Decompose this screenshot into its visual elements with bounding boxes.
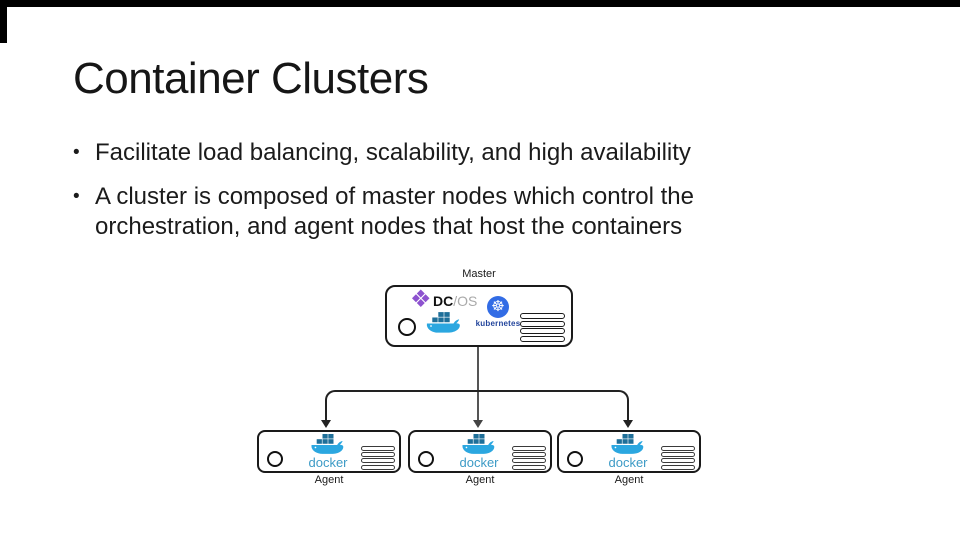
bar — [512, 452, 546, 458]
agent-node-box-1: docker — [257, 430, 401, 473]
bar — [512, 458, 546, 464]
stacked-bars-icon — [520, 313, 565, 343]
bullet-2-line-2: orchestration, and agent nodes that host… — [95, 213, 683, 240]
dcos-wordmark-os: /OS — [453, 293, 478, 309]
bullet-text-1: Facilitate load balancing, scalability, … — [95, 138, 691, 168]
bar — [520, 335, 565, 342]
bar — [512, 446, 546, 451]
docker-wordmark: docker — [459, 455, 499, 470]
kubernetes-logo: ☸ kubernetes — [473, 296, 523, 328]
docker-logo: docker — [447, 434, 511, 469]
stacked-bars-icon — [661, 446, 695, 471]
bar — [361, 464, 395, 470]
bar — [361, 458, 395, 464]
bar — [361, 452, 395, 458]
agent-node-label-2: Agent — [465, 474, 495, 486]
bullet-text-2: A cluster is composed of master nodes wh… — [95, 182, 694, 242]
bullet-item-1: • Facilitate load balancing, scalability… — [73, 138, 821, 168]
docker-wordmark: docker — [308, 455, 348, 470]
master-node-label: Master — [462, 268, 496, 280]
bar — [661, 446, 695, 451]
agent-node-label-3: Agent — [614, 474, 644, 486]
node-circle-icon — [398, 318, 416, 336]
agent-node-label-1: Agent — [314, 474, 344, 486]
top-edge-bar — [0, 0, 960, 7]
arrowhead-down-left — [321, 420, 331, 428]
bar — [361, 446, 395, 451]
bar — [661, 458, 695, 464]
stacked-bars-icon — [512, 446, 546, 471]
dcos-wordmark-dc: DC — [433, 293, 454, 309]
docker-whale-icon — [611, 434, 644, 454]
docker-logo: docker — [596, 434, 660, 469]
stacked-bars-icon — [361, 446, 395, 471]
bar — [520, 320, 565, 327]
dcos-icon: ❖ — [410, 286, 432, 313]
bar — [661, 464, 695, 470]
kubernetes-icon: ☸ — [487, 296, 509, 318]
docker-logo: docker — [296, 434, 360, 469]
agent-node-box-2: docker — [408, 430, 552, 473]
bullet-marker: • — [73, 142, 80, 163]
bar — [512, 464, 546, 470]
docker-whale-icon — [311, 434, 344, 454]
bullet-marker: • — [73, 186, 80, 207]
agent-node-box-3: docker — [557, 430, 701, 473]
slide-title: Container Clusters — [73, 54, 429, 103]
bar — [661, 452, 695, 458]
bar — [520, 328, 565, 335]
arrowhead-down-center — [473, 420, 483, 428]
master-node-box: ❖ DC/OS ☸ kubernetes — [385, 285, 573, 347]
branch-connector-line — [325, 390, 629, 420]
arrowhead-down-right — [623, 420, 633, 428]
bullet-item-2: • A cluster is composed of master nodes … — [73, 182, 821, 242]
docker-whale-icon — [462, 434, 495, 454]
bullet-1-line-1: Facilitate load balancing, scalability, … — [95, 139, 691, 166]
left-edge-mark — [0, 7, 7, 43]
docker-wordmark: docker — [608, 455, 648, 470]
dcos-wordmark: DC/OS — [433, 294, 477, 308]
master-to-agent-center-line — [477, 347, 479, 420]
node-circle-icon — [267, 451, 283, 467]
node-circle-icon — [567, 451, 583, 467]
docker-whale-icon — [425, 311, 463, 336]
bar — [520, 313, 565, 319]
bullet-2-line-1: A cluster is composed of master nodes wh… — [95, 183, 694, 210]
bullet-list: • Facilitate load balancing, scalability… — [73, 138, 821, 256]
kubernetes-wordmark: kubernetes — [475, 319, 521, 328]
node-circle-icon — [418, 451, 434, 467]
